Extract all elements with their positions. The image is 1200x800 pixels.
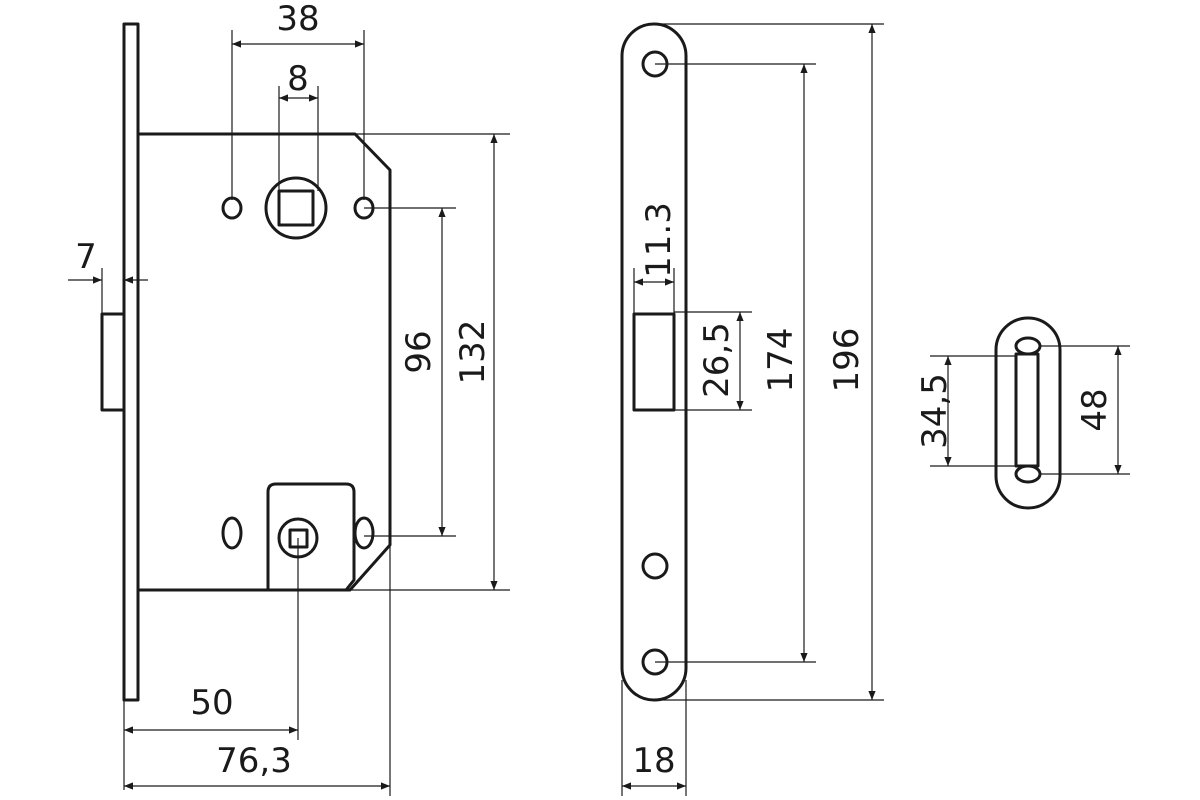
dim-8-label: 8 — [287, 59, 309, 99]
dim-48-label: 48 — [1075, 388, 1115, 431]
dim-38-label: 38 — [276, 0, 319, 39]
dim-196-label: 196 — [827, 328, 867, 393]
faceplate-dimensions: 11.3 26,5 174 196 18 — [621, 23, 884, 796]
latch-bolt — [100, 312, 126, 412]
spindle-square-hole — [277, 189, 315, 227]
faceplate-screw-hole-middle — [641, 552, 669, 580]
faceplate — [620, 22, 688, 702]
dim-18-label: 18 — [632, 741, 675, 781]
strike-opening — [1014, 352, 1040, 468]
dim-7-label: 7 — [75, 237, 97, 277]
dim-50-label: 50 — [190, 683, 233, 723]
latch-opening — [632, 312, 676, 412]
dim-34-5-label: 34,5 — [915, 373, 955, 449]
lock-side-view — [100, 22, 392, 702]
slot-hole-right — [353, 516, 375, 550]
dim-132-label: 132 — [453, 320, 493, 385]
slot-hole-left — [221, 516, 243, 550]
dim-96-label: 96 — [399, 330, 439, 373]
strike-plate — [994, 316, 1062, 510]
faceplate-front-view — [620, 22, 688, 702]
side-view-dimensions: 38 8 7 96 132 50 76,3 — [68, 0, 510, 796]
dim-26-5-label: 26,5 — [697, 322, 737, 398]
dim-76-3-label: 76,3 — [216, 741, 292, 781]
strike-dimensions: 34,5 48 — [915, 345, 1130, 475]
mounting-hole-left — [221, 196, 243, 220]
faceplate-edge — [122, 22, 140, 702]
lock-mechanism-housing — [266, 482, 356, 592]
spindle-hub — [264, 176, 328, 240]
strike-screw-hole-bottom — [1014, 464, 1042, 484]
dim-11-3-label: 11.3 — [639, 202, 679, 278]
lock-case-body — [138, 132, 392, 592]
strike-screw-hole-top — [1014, 336, 1042, 356]
dim-174-label: 174 — [761, 328, 801, 393]
